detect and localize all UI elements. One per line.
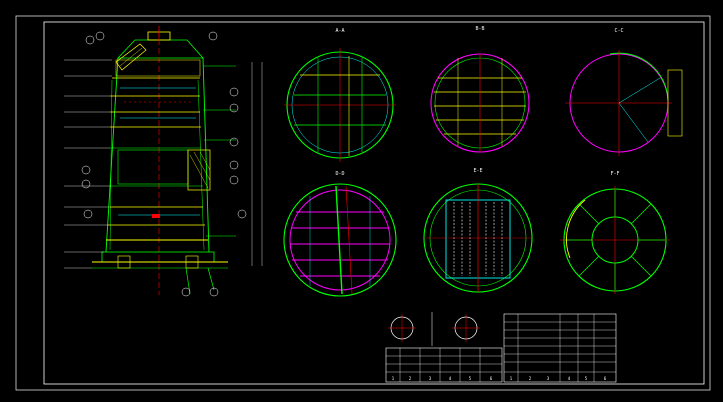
shell-inner-left bbox=[109, 79, 113, 251]
section-cc-nozzle-block bbox=[667, 69, 683, 137]
column-skirt bbox=[101, 251, 215, 263]
outer-frame bbox=[15, 15, 711, 391]
callout-balloon bbox=[95, 31, 105, 41]
section-ff: F-F bbox=[560, 171, 670, 294]
section-cc-radial bbox=[618, 77, 661, 104]
section-dd-label: D-D bbox=[335, 171, 344, 177]
section-ee-label: E-E bbox=[473, 168, 482, 174]
base-nozzle-left bbox=[117, 255, 131, 269]
table-cell: 4 bbox=[449, 376, 452, 381]
callout-balloon bbox=[81, 165, 91, 175]
table-cell: 5 bbox=[469, 376, 472, 381]
section-ff-spoke bbox=[578, 203, 600, 225]
callout-balloon bbox=[229, 160, 239, 170]
callout-balloon bbox=[81, 179, 91, 189]
table-cell: 6 bbox=[490, 376, 493, 381]
section-aa-label: A-A bbox=[335, 28, 344, 34]
shell-inner-right bbox=[197, 79, 205, 251]
nozzle-hatch bbox=[119, 47, 143, 67]
base-nozzle-right bbox=[185, 255, 199, 269]
title-block-cell: 5 bbox=[585, 376, 588, 381]
shell-left-wall bbox=[105, 57, 119, 253]
section-cc: C-C bbox=[565, 28, 683, 156]
nozzle-table-frame bbox=[385, 347, 503, 383]
callout-balloon bbox=[229, 87, 239, 97]
section-bb-label: B-B bbox=[475, 26, 484, 32]
section-dd-support bbox=[335, 185, 343, 295]
callout-balloon bbox=[229, 137, 239, 147]
section-ee: E-E bbox=[423, 168, 533, 293]
section-bb: B-B bbox=[430, 26, 530, 153]
upper-left-nozzle-group bbox=[115, 43, 147, 71]
section-cc-radial bbox=[618, 102, 649, 143]
column-elevation-view bbox=[64, 26, 263, 297]
section-ff-yellow-arc bbox=[566, 199, 586, 259]
callout-balloon bbox=[229, 103, 239, 113]
title-block-table: 1 2 3 4 5 6 bbox=[503, 313, 617, 383]
section-cc-green-arc bbox=[609, 52, 669, 101]
callout-balloon bbox=[209, 287, 219, 297]
section-dd-inner-ring bbox=[289, 189, 391, 291]
table-cell: 1 bbox=[392, 376, 395, 381]
title-block-cell: 6 bbox=[604, 376, 607, 381]
section-cc-label: C-C bbox=[614, 28, 623, 34]
section-aa: A-A bbox=[284, 28, 396, 162]
title-block-cell: 1 bbox=[510, 376, 513, 381]
mid-packing-section bbox=[117, 149, 189, 185]
section-ff-spoke bbox=[578, 255, 600, 277]
table-cell: 2 bbox=[409, 376, 412, 381]
title-block-cell: 2 bbox=[529, 376, 532, 381]
callout-balloon bbox=[181, 287, 191, 297]
section-dd-support bbox=[345, 185, 353, 295]
callout-balloon bbox=[83, 209, 93, 219]
manway-hatch bbox=[189, 154, 209, 189]
title-block-cell: 4 bbox=[568, 376, 571, 381]
section-ff-spoke bbox=[630, 255, 652, 277]
table-cell: 3 bbox=[429, 376, 432, 381]
upper-packing-section bbox=[115, 59, 201, 77]
section-dd-shell bbox=[283, 183, 397, 297]
manway-hatch bbox=[193, 151, 211, 181]
callout-balloon bbox=[229, 175, 239, 185]
section-ff-spoke bbox=[630, 203, 652, 225]
nozzle-table: 1 2 3 4 5 6 bbox=[385, 347, 503, 383]
support-leg bbox=[207, 267, 215, 291]
manway-hatch bbox=[199, 151, 211, 171]
nozzle-details bbox=[388, 312, 480, 346]
section-dd: D-D bbox=[283, 171, 397, 297]
callout-balloon bbox=[237, 209, 247, 219]
title-block-cell: 3 bbox=[547, 376, 550, 381]
callout-balloon bbox=[85, 35, 95, 45]
red-marker bbox=[152, 214, 160, 218]
shell-right-wall bbox=[202, 57, 210, 253]
section-ff-label: F-F bbox=[610, 171, 619, 177]
column-top-head bbox=[117, 39, 204, 59]
callout-balloon bbox=[208, 31, 218, 41]
inner-frame bbox=[43, 21, 705, 385]
